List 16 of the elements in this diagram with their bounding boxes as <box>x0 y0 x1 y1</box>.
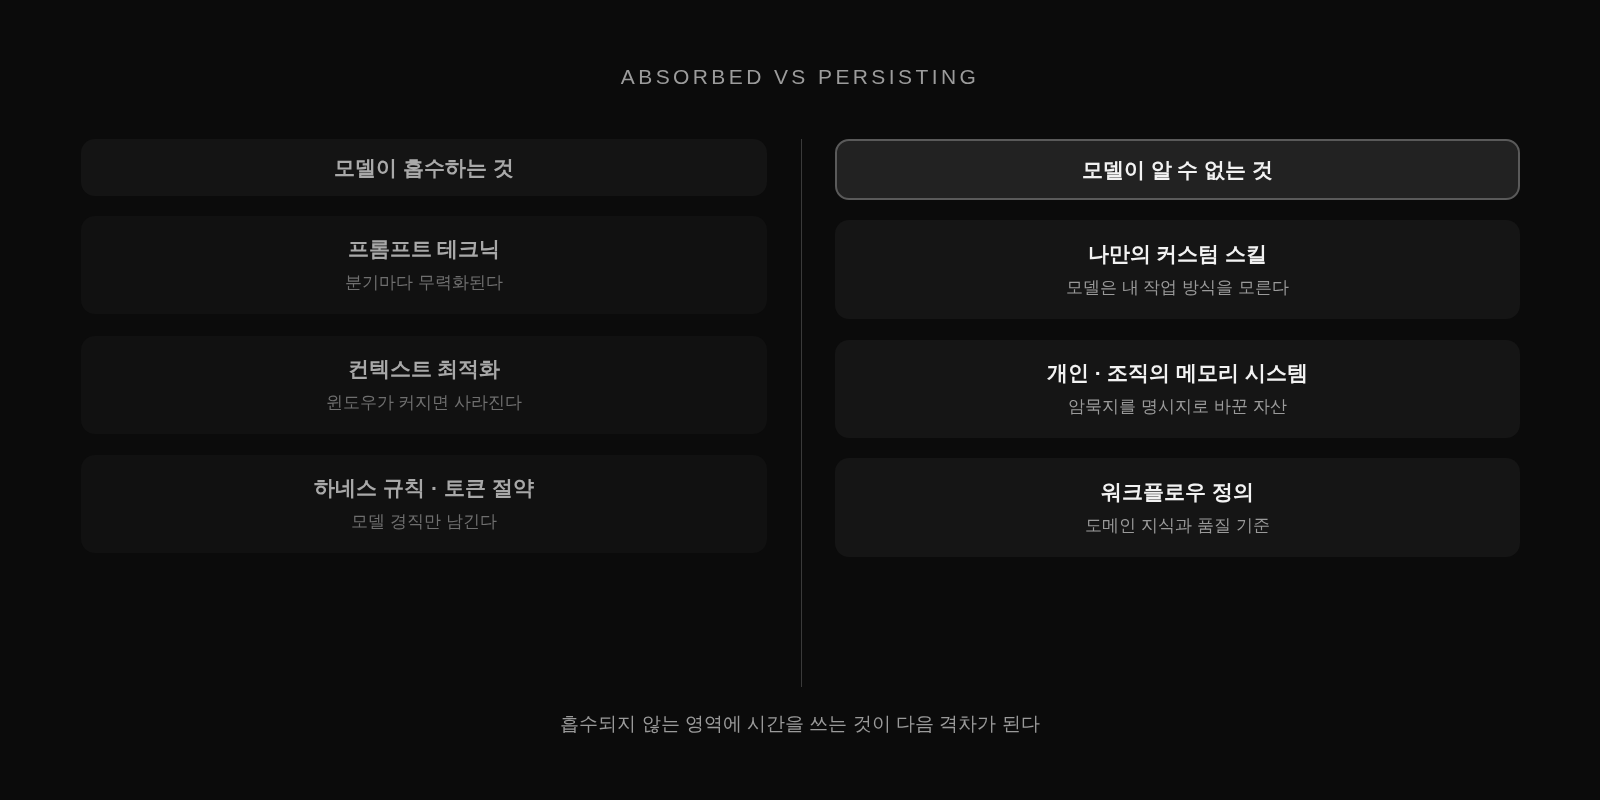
card-text: 윈도우가 커지면 사라진다 <box>325 392 523 414</box>
column-header: 모델이 흡수하는 것 <box>81 139 767 196</box>
title: ABSORBED VS PERSISTING <box>619 64 981 90</box>
caption: 흡수되지 않는 영역에 시간을 쓰는 것이 다음 격차가 된다 <box>559 712 1041 736</box>
column-header: 모델이 알 수 없는 것 <box>835 139 1520 200</box>
card-title: 개인 · 조직의 메모리 시스템 <box>1046 360 1309 386</box>
card-title: 프롬프트 테크닉 <box>347 236 501 262</box>
card-title: 하네스 규칙 · 토큰 절약 <box>314 475 534 501</box>
card-title: 컨텍스트 최적화 <box>347 356 501 382</box>
card-text: 도메인 지식과 품질 기준 <box>1085 514 1270 537</box>
card-text: 분기마다 무력화된다 <box>345 272 503 294</box>
card-text: 암묵지를 명시지로 바꾼 자산 <box>1068 396 1287 418</box>
card-title: 나만의 커스텀 스킬 <box>1087 240 1268 267</box>
card-title: 워크플로우 정의 <box>1101 478 1254 505</box>
card-text: 모델은 내 작업 방식을 모른다 <box>1066 276 1289 299</box>
card-text: 모델 경직만 남긴다 <box>351 511 497 533</box>
